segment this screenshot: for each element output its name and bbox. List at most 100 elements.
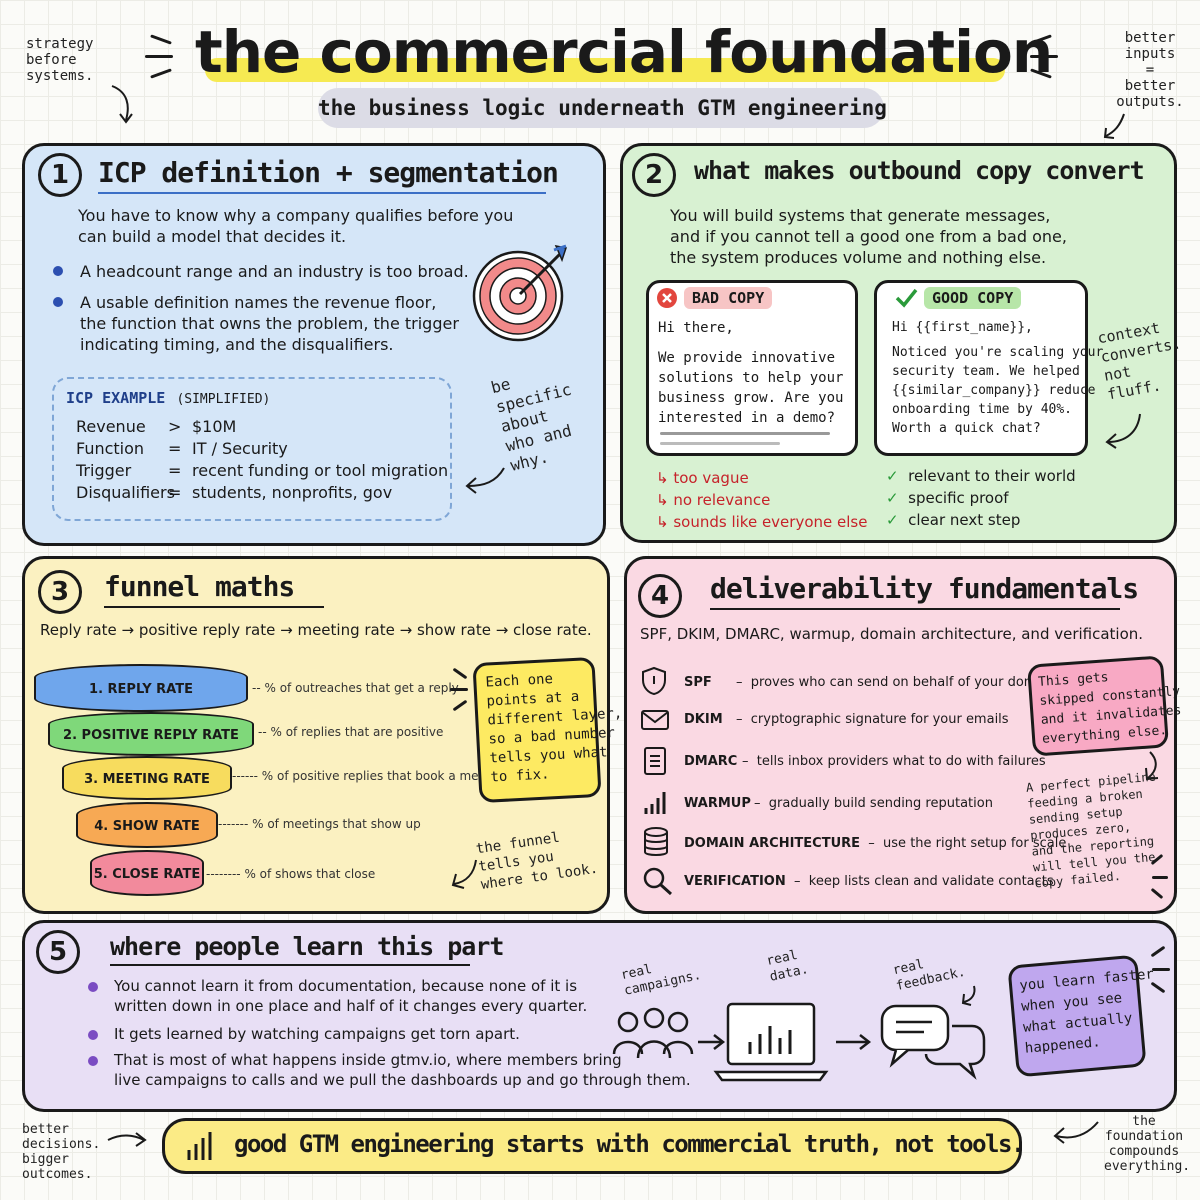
good-copy-reasons: ✓ relevant to their world ✓ specific pro… [886,465,1076,531]
curved-arrow-icon [1105,413,1141,449]
curved-arrow-icon [961,985,976,1006]
title-underline [104,606,324,608]
accent-dash [450,688,468,691]
icp-row: Trigger=recent funding or tool migration [76,461,449,480]
deliverability-item-verification: VERIFICATION – keep lists clean and vali… [684,874,1054,889]
good-copy-label: GOOD COPY [924,287,1022,309]
icp-bullet-2: A usable definition names the revenue fl… [80,293,459,354]
page-subtitle: the business logic underneath GTM engine… [318,88,887,128]
checkmark-icon [895,288,918,308]
bar-chart-icon [644,792,666,814]
copy-intro: You will build systems that generate mes… [670,206,1067,267]
deliverability-item-spf: SPF– proves who can send on behalf of yo… [684,675,1057,690]
shield-icon [642,666,666,696]
icp-bullet-1: A headcount range and an industry is too… [80,262,469,281]
panel-where-people-learn [22,920,1177,1112]
funnel-layer-positive-reply: 2. POSITIVE REPLY RATE [48,712,254,756]
chat-bubbles-icon [880,1004,986,1080]
section-number-1: 1 [38,153,82,197]
funnel-note: -- % of replies that are positive [258,725,444,739]
bullet-dot [53,297,63,307]
icp-intro: You have to know why a company qualifies… [78,206,514,246]
section-number-2: 2 [632,153,676,197]
accent-dash [1152,968,1170,971]
text-placeholder-line [660,442,780,445]
learn-bullet-1: You cannot learn it from documentation, … [114,977,588,1015]
accent-dash [1152,876,1168,879]
title-underline [710,608,1120,610]
section-title-learn: where people learn this part [110,932,504,961]
title-accent-dash [150,34,172,45]
text-placeholder-line [660,432,830,435]
funnel-layer-show: 4. SHOW RATE [76,802,218,848]
curved-arrow-icon [1145,751,1159,781]
funnel-label: 1. REPLY RATE [89,682,193,697]
funnel-label: 2. POSITIVE REPLY RATE [63,728,239,743]
bottom-banner [162,1118,1022,1174]
section-title-copy: what makes outbound copy convert [694,156,1145,185]
section-title-deliverability: deliverability fundamentals [710,572,1139,605]
icp-row: Disqualifiers=students, nonprofits, gov [76,483,393,502]
bullet-dot [88,1030,98,1040]
magnifier-icon [643,867,673,896]
deliverability-item-dmarc: DMARC– tells inbox providers what to do … [684,754,1046,769]
document-icon [644,747,666,775]
bad-copy-reasons: ↳ too vague ↳ no relevance ↳ sounds like… [656,467,867,533]
database-icon [644,827,668,856]
learn-bullet-2: It gets learned by watching campaigns ge… [114,1025,520,1043]
section-title-icp: ICP definition + segmentation [98,156,559,189]
page-title: the commercial foundation [195,18,1053,86]
people-group-icon [612,1007,694,1059]
funnel-layer-reply: 1. REPLY RATE [34,664,248,712]
funnel-intro: Reply rate → positive reply rate → meeti… [40,621,592,639]
curved-arrow-icon [451,859,477,889]
funnel-note: ------- % of meetings that show up [218,817,421,831]
title-underline [98,192,546,194]
good-copy-body: Hi {{first_name}}, Noticed you're scalin… [892,320,1104,436]
bullet-dot [88,982,98,992]
list-item: ↳ no relevance [656,491,771,509]
bullet-dot [88,1056,98,1066]
funnel-note: -- % of outreaches that get a reply [252,681,459,695]
arrow-right-icon [698,1034,726,1050]
bad-copy-label: BAD COPY [684,287,773,309]
deliverability-item-domain-architecture: DOMAIN ARCHITECTURE – use the right setu… [684,836,1067,851]
curved-arrow-icon [465,467,505,494]
funnel-label: 4. SHOW RATE [94,819,200,834]
section-number-3: 3 [38,570,82,614]
deliverability-item-dkim: DKIM– cryptographic signature for your e… [684,712,1009,727]
section-title-funnel: funnel maths [104,570,295,603]
icp-example-header: ICP EXAMPLE (SIMPLIFIED) [66,389,271,407]
target-icon [472,244,567,342]
title-underline [110,964,470,966]
title-accent-dash [150,68,172,79]
curved-arrow-icon [111,85,133,124]
bad-copy-card [646,280,858,456]
deliverability-intro: SPF, DKIM, DMARC, warmup, domain archite… [640,625,1144,643]
funnel-label: 5. CLOSE RATE [93,867,201,882]
section-number-5: 5 [36,930,80,974]
icp-row: Revenue>$10M [76,417,237,436]
icp-row: Function=IT / Security [76,439,288,458]
title-accent-dash [1030,55,1058,58]
laptop-dashboard-icon [713,1002,829,1082]
bullet-dot [53,266,63,276]
x-icon [657,288,677,308]
envelope-icon [641,710,669,730]
arrow-right-icon [836,1034,872,1050]
funnel-label: 3. MEETING RATE [84,772,210,787]
title-highlight [205,58,1005,82]
funnel-layer-close: 5. CLOSE RATE [90,850,204,896]
arrow-left-icon [1053,1121,1099,1144]
icp-example-box [52,377,452,521]
deliverability-item-warmup: WARMUP– gradually build sending reputati… [684,796,993,811]
panel-icp-definition [22,143,606,546]
funnel-note: -------- % of shows that close [206,867,376,881]
